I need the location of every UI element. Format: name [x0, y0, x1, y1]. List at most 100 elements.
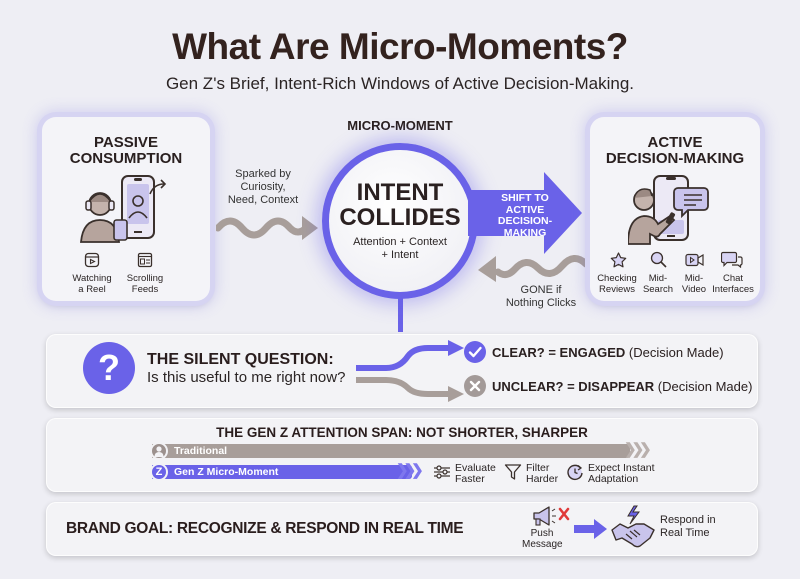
- spark-line1: Sparked by: [235, 168, 291, 180]
- video-icon: [685, 253, 704, 267]
- circle-sub2: + Intent: [381, 249, 419, 261]
- brand-goal-title: BRAND GOAL: RECOGNIZE & RESPOND IN REAL …: [66, 520, 464, 537]
- active-item-checking-reviews: Checking Reviews: [596, 273, 638, 295]
- wavy-arrow-left-icon: [478, 255, 588, 282]
- person-icon: [150, 442, 168, 460]
- genz-chevrons-icon: ❯❯❯: [396, 462, 424, 479]
- to-line1: Respond in: [660, 514, 716, 526]
- trait-line2: Harder: [526, 472, 559, 485]
- shift-line1: SHIFT TO: [501, 192, 549, 204]
- shift-arrow-icon: [468, 172, 582, 254]
- person-headphones-phone-icon: [80, 175, 167, 243]
- traditional-label: Traditional: [174, 445, 228, 457]
- attention-span-title: THE GEN Z ATTENTION SPAN: NOT SHORTER, S…: [216, 425, 588, 440]
- trait-line2: Adaptation: [588, 472, 639, 485]
- trait-line1: Filter: [526, 462, 550, 474]
- shift-line4: MAKING: [503, 226, 547, 239]
- gone-line2: Nothing Clicks: [505, 297, 577, 309]
- item-line1: Mid-: [648, 273, 668, 284]
- item-line2: Reviews: [599, 284, 635, 295]
- outcome-note: (Decision Made): [657, 379, 753, 394]
- wavy-arrow-right-icon: [216, 216, 318, 240]
- active-item-mid-video: Mid- Video: [678, 273, 710, 295]
- outcome-bold: UNCLEAR? = DISAPPEAR: [492, 379, 655, 394]
- traditional-chevrons-icon: ❯❯❯: [624, 441, 652, 458]
- passive-card-title: PASSIVE CONSUMPTION: [42, 135, 210, 167]
- circle-line1: INTENT: [356, 179, 444, 206]
- silent-question-panel: [46, 334, 758, 408]
- outcome-clear-engaged: CLEAR? = ENGAGED (Decision Made): [492, 345, 724, 360]
- intent-collides-circle: INTENT COLLIDES Attention + Context + In…: [322, 143, 478, 299]
- page-subtitle: Gen Z's Brief, Intent-Rich Windows of Ac…: [165, 74, 635, 93]
- item-line2: Video: [681, 284, 707, 295]
- item-line2: a Reel: [78, 284, 106, 295]
- handshake-lightning-icon: [611, 505, 655, 548]
- active-item-mid-search: Mid- Search: [640, 273, 676, 295]
- chat-icon: [721, 251, 743, 268]
- item-line2: Search: [642, 284, 674, 295]
- passive-title-line2: CONSUMPTION: [69, 150, 183, 167]
- active-decision-card: ACTIVE DECISION-MAKING Checking Reviews: [590, 117, 760, 301]
- silent-question-title: THE SILENT QUESTION:: [147, 351, 334, 368]
- reel-play-icon: [84, 252, 100, 268]
- shift-line3: DECISION-: [497, 215, 553, 227]
- genz-label: Gen Z Micro-Moment: [174, 466, 279, 478]
- traditional-bar: [152, 444, 630, 458]
- item-line1: Chat: [722, 273, 744, 284]
- shift-line2: ACTIVE: [505, 203, 545, 216]
- active-item-chat-interfaces: Chat Interfaces: [708, 273, 758, 295]
- question-icon: ?: [83, 342, 135, 394]
- genz-bar: [152, 465, 412, 479]
- sliders-icon: [434, 465, 450, 479]
- active-title-line1: ACTIVE: [647, 134, 703, 151]
- passive-item-watching-reel: Watching a Reel: [72, 273, 112, 295]
- trait-line2: Faster: [455, 472, 485, 485]
- to-line2: Real Time: [660, 527, 710, 539]
- refresh-clock-icon: [567, 464, 583, 481]
- person-phone-chat-icon: [628, 175, 709, 245]
- item-line1: Mid-: [684, 273, 704, 284]
- item-line1: Watching: [72, 273, 112, 284]
- check-icon: [464, 341, 486, 363]
- from-line1: Push: [530, 528, 554, 539]
- item-line1: Checking: [597, 273, 637, 284]
- outcome-unclear-disappear: UNCLEAR? = DISAPPEAR (Decision Made): [492, 379, 752, 394]
- spark-line3: Need, Context: [227, 194, 299, 206]
- respond-real-time-label: Respond in Real Time: [660, 514, 716, 540]
- page-title: What Are Micro-Moments?: [172, 26, 628, 67]
- search-icon: [650, 251, 667, 268]
- item-line2: Interfaces: [712, 284, 754, 295]
- passive-title-line1: PASSIVE: [94, 134, 158, 151]
- circle-line2: COLLIDES: [339, 204, 461, 231]
- z-icon: Z: [150, 463, 168, 481]
- push-message-label: Push Message: [522, 528, 563, 550]
- trait-filter-harder: Filter Harder: [526, 463, 558, 484]
- spark-line2: Curiosity,: [240, 181, 286, 193]
- arrow-right-icon: [574, 519, 607, 539]
- x-icon: [464, 375, 486, 397]
- megaphone-x-icon: [533, 506, 570, 526]
- connector-line-vertical: [398, 290, 403, 332]
- feed-icon: [137, 252, 153, 268]
- item-line2: Feeds: [131, 284, 159, 295]
- passive-item-scrolling-feeds: Scrolling Feeds: [124, 273, 166, 295]
- gone-line1: GONE if: [520, 284, 562, 296]
- active-title-line2: DECISION-MAKING: [605, 150, 745, 167]
- trait-line1: Expect Instant: [588, 462, 655, 474]
- filter-icon: [504, 464, 522, 480]
- outcome-note: (Decision Made): [628, 345, 724, 360]
- from-line2: Message: [522, 539, 563, 550]
- spark-label: Sparked by Curiosity, Need, Context: [218, 168, 308, 207]
- active-card-title: ACTIVE DECISION-MAKING: [590, 135, 760, 167]
- star-icon: [610, 252, 627, 268]
- passive-consumption-card: PASSIVE CONSUMPTION Watching a Reel: [42, 117, 210, 301]
- trait-evaluate-faster: Evaluate Faster: [455, 463, 496, 484]
- outcome-bold: CLEAR? = ENGAGED: [492, 345, 626, 360]
- silent-question-text: Is this useful to me right now?: [147, 369, 346, 386]
- shift-arrow-label: SHIFT TO ACTIVE DECISION- MAKING: [486, 192, 564, 239]
- gone-label: GONE if Nothing Clicks: [496, 284, 586, 310]
- circle-sub1: Attention + Context: [353, 236, 447, 248]
- branching-arrows-icon: [356, 340, 464, 402]
- trait-line1: Evaluate: [455, 462, 496, 474]
- micro-moment-label: MICRO-MOMENT: [347, 118, 453, 133]
